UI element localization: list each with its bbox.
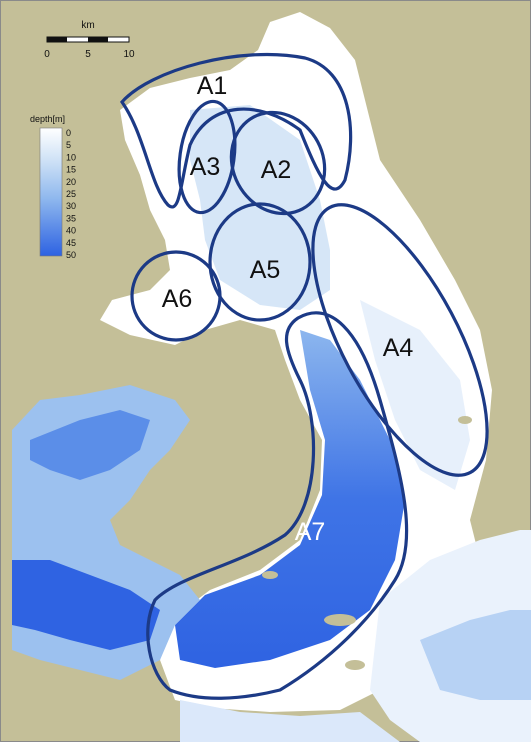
legend-color-bar (39, 127, 63, 257)
scale-bar-segment (47, 37, 67, 42)
outer-sea-deep (12, 560, 160, 650)
legend-tick-label: 10 (66, 152, 76, 162)
legend-tick-label: 15 (66, 165, 76, 175)
region-outlines (119, 52, 489, 700)
region-outline-a2 (229, 110, 327, 216)
region-outline-a1 (119, 52, 353, 209)
legend-tick-label: 0 (66, 128, 71, 138)
eastern-shelf (360, 300, 470, 490)
region-label-a1: A1 (197, 72, 228, 100)
legend-tick-label: 5 (66, 140, 71, 150)
legend-tick-label: 45 (66, 238, 76, 248)
region-label-a4: A4 (383, 334, 414, 362)
island (458, 416, 472, 424)
region-label-a7: A7 (295, 518, 326, 546)
region-outline-a6 (130, 250, 222, 342)
island (324, 614, 356, 626)
scale-bar: km 0 5 10 (44, 20, 135, 60)
legend-tick-label: 35 (66, 213, 76, 223)
deep-channel (175, 330, 405, 668)
scale-tick-0: 0 (44, 49, 50, 60)
scale-tick-10: 10 (123, 49, 135, 60)
legend-tick-label: 20 (66, 177, 76, 187)
region-outline-a3 (177, 99, 237, 215)
legend-tick-label: 40 (66, 226, 76, 236)
depth-legend: depth[m] 0 5 10 15 20 25 30 35 40 45 50 (30, 114, 76, 260)
outer-sea-mid (30, 410, 150, 480)
southeast-water-mid (420, 610, 531, 700)
region-label-a6: A6 (162, 285, 193, 313)
scale-unit-label: km (81, 20, 94, 31)
legend-tick-label: 25 (66, 189, 76, 199)
legend-tick-label: 50 (66, 250, 76, 260)
region-label-a5: A5 (250, 256, 281, 284)
region-label-a2: A2 (261, 156, 292, 184)
legend-tick-label: 30 (66, 201, 76, 211)
island (262, 571, 278, 579)
region-outline-a5 (208, 202, 312, 322)
region-label-a3: A3 (190, 153, 221, 181)
region-outline-a4 (311, 203, 489, 477)
scale-bar-segment (88, 37, 108, 42)
scale-tick-5: 5 (85, 49, 91, 60)
legend-ticks: 0 5 10 15 20 25 30 35 40 45 50 (66, 128, 76, 260)
legend-title: depth[m] (30, 114, 65, 124)
south-strait-water (180, 700, 400, 742)
region-outline-a7 (146, 311, 409, 700)
island (345, 660, 365, 670)
